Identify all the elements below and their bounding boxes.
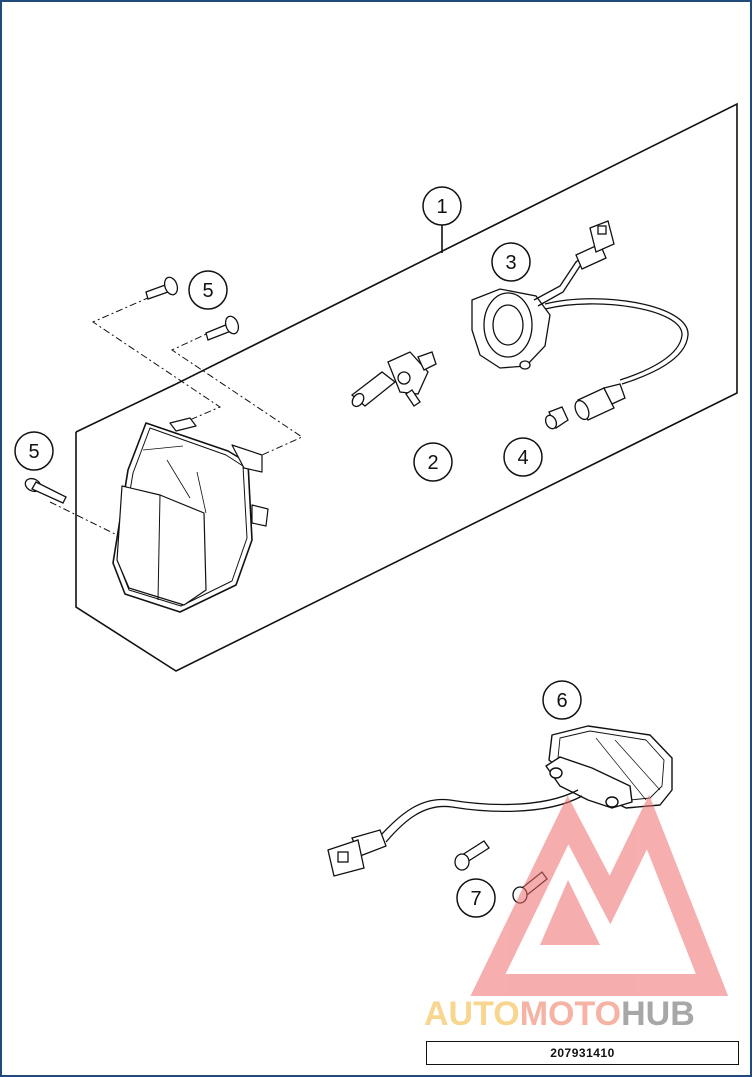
svg-text:5: 5 [28, 441, 39, 463]
part-number-label: 207931410 [426, 1041, 739, 1065]
screw-icon [145, 276, 179, 300]
screw-icon [205, 315, 240, 341]
svg-text:4: 4 [517, 447, 528, 469]
bulb-h4-icon [350, 351, 437, 408]
svg-text:2: 2 [427, 452, 438, 474]
watermark-logo [470, 794, 729, 996]
svg-text:7: 7 [470, 888, 481, 910]
callout-5: 5 [188, 270, 228, 310]
callout-7: 7 [456, 878, 496, 918]
bulb-holder-icon [471, 220, 689, 385]
watermark-text: AUTOMOTOHUB [424, 995, 695, 1033]
parking-bulb-icon [544, 383, 626, 430]
assembly-outline [75, 102, 738, 672]
callout-3: 3 [491, 242, 531, 282]
svg-text:1: 1 [436, 196, 447, 218]
leader-lines [49, 296, 304, 535]
callout-5: 5 [14, 431, 54, 471]
svg-text:5: 5 [202, 280, 213, 302]
svg-text:3: 3 [505, 252, 516, 274]
svg-text:6: 6 [556, 690, 567, 712]
callout-4: 4 [503, 437, 543, 477]
callout-2: 2 [413, 442, 453, 482]
screw-icon [454, 840, 490, 871]
screw-icon [24, 477, 67, 504]
svg-text:AUTOMOTOHUB: AUTOMOTOHUB [424, 995, 695, 1033]
connector-icon [327, 789, 583, 877]
headlight-icon [112, 417, 269, 613]
callout-6: 6 [542, 680, 582, 720]
tail-light-icon [545, 725, 673, 809]
callout-1: 1 [422, 186, 462, 226]
